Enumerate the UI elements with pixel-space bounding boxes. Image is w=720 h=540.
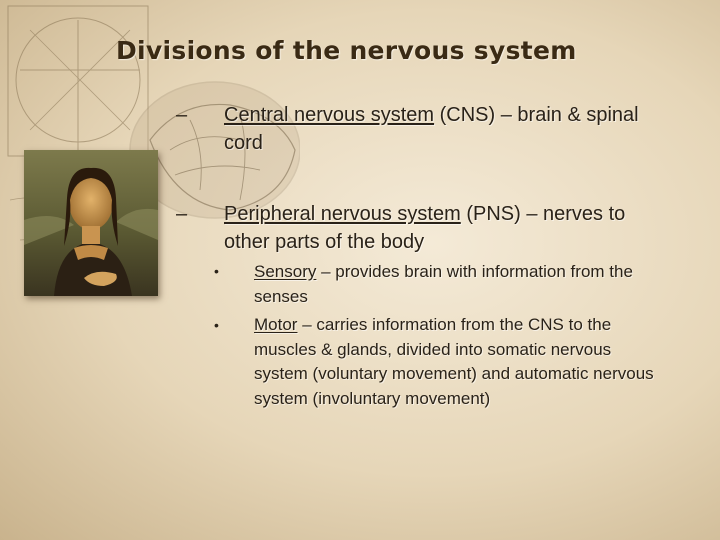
portrait-painting (24, 150, 158, 296)
list-dash-marker: – (176, 203, 188, 225)
list-dash-marker: – (176, 104, 188, 126)
description-motor: – carries information from the CNS to th… (254, 315, 654, 408)
sub-item-sensory: Sensory – provides brain with informatio… (254, 260, 654, 309)
description-pns: (PNS) – nerves to other parts of the bod… (224, 203, 626, 253)
term-sensory: Sensory (254, 262, 317, 281)
term-motor: Motor (254, 315, 298, 334)
term-cns: Central nervous system (224, 104, 435, 126)
description-cns: (CNS) – brain & spinal cord (224, 104, 639, 154)
term-pns: Peripheral nervous system (224, 203, 461, 225)
list-item-cns: Central nervous system (CNS) – brain & s… (224, 101, 644, 157)
description-sensory: – provides brain with information from t… (254, 262, 633, 306)
bullet-marker: • (214, 317, 219, 333)
slide-title: Divisions of the nervous system (116, 36, 577, 65)
bullet-marker: • (214, 263, 219, 279)
sub-item-motor: Motor – carries information from the CNS… (254, 313, 654, 411)
list-item-pns: Peripheral nervous system (PNS) – nerves… (224, 200, 644, 256)
